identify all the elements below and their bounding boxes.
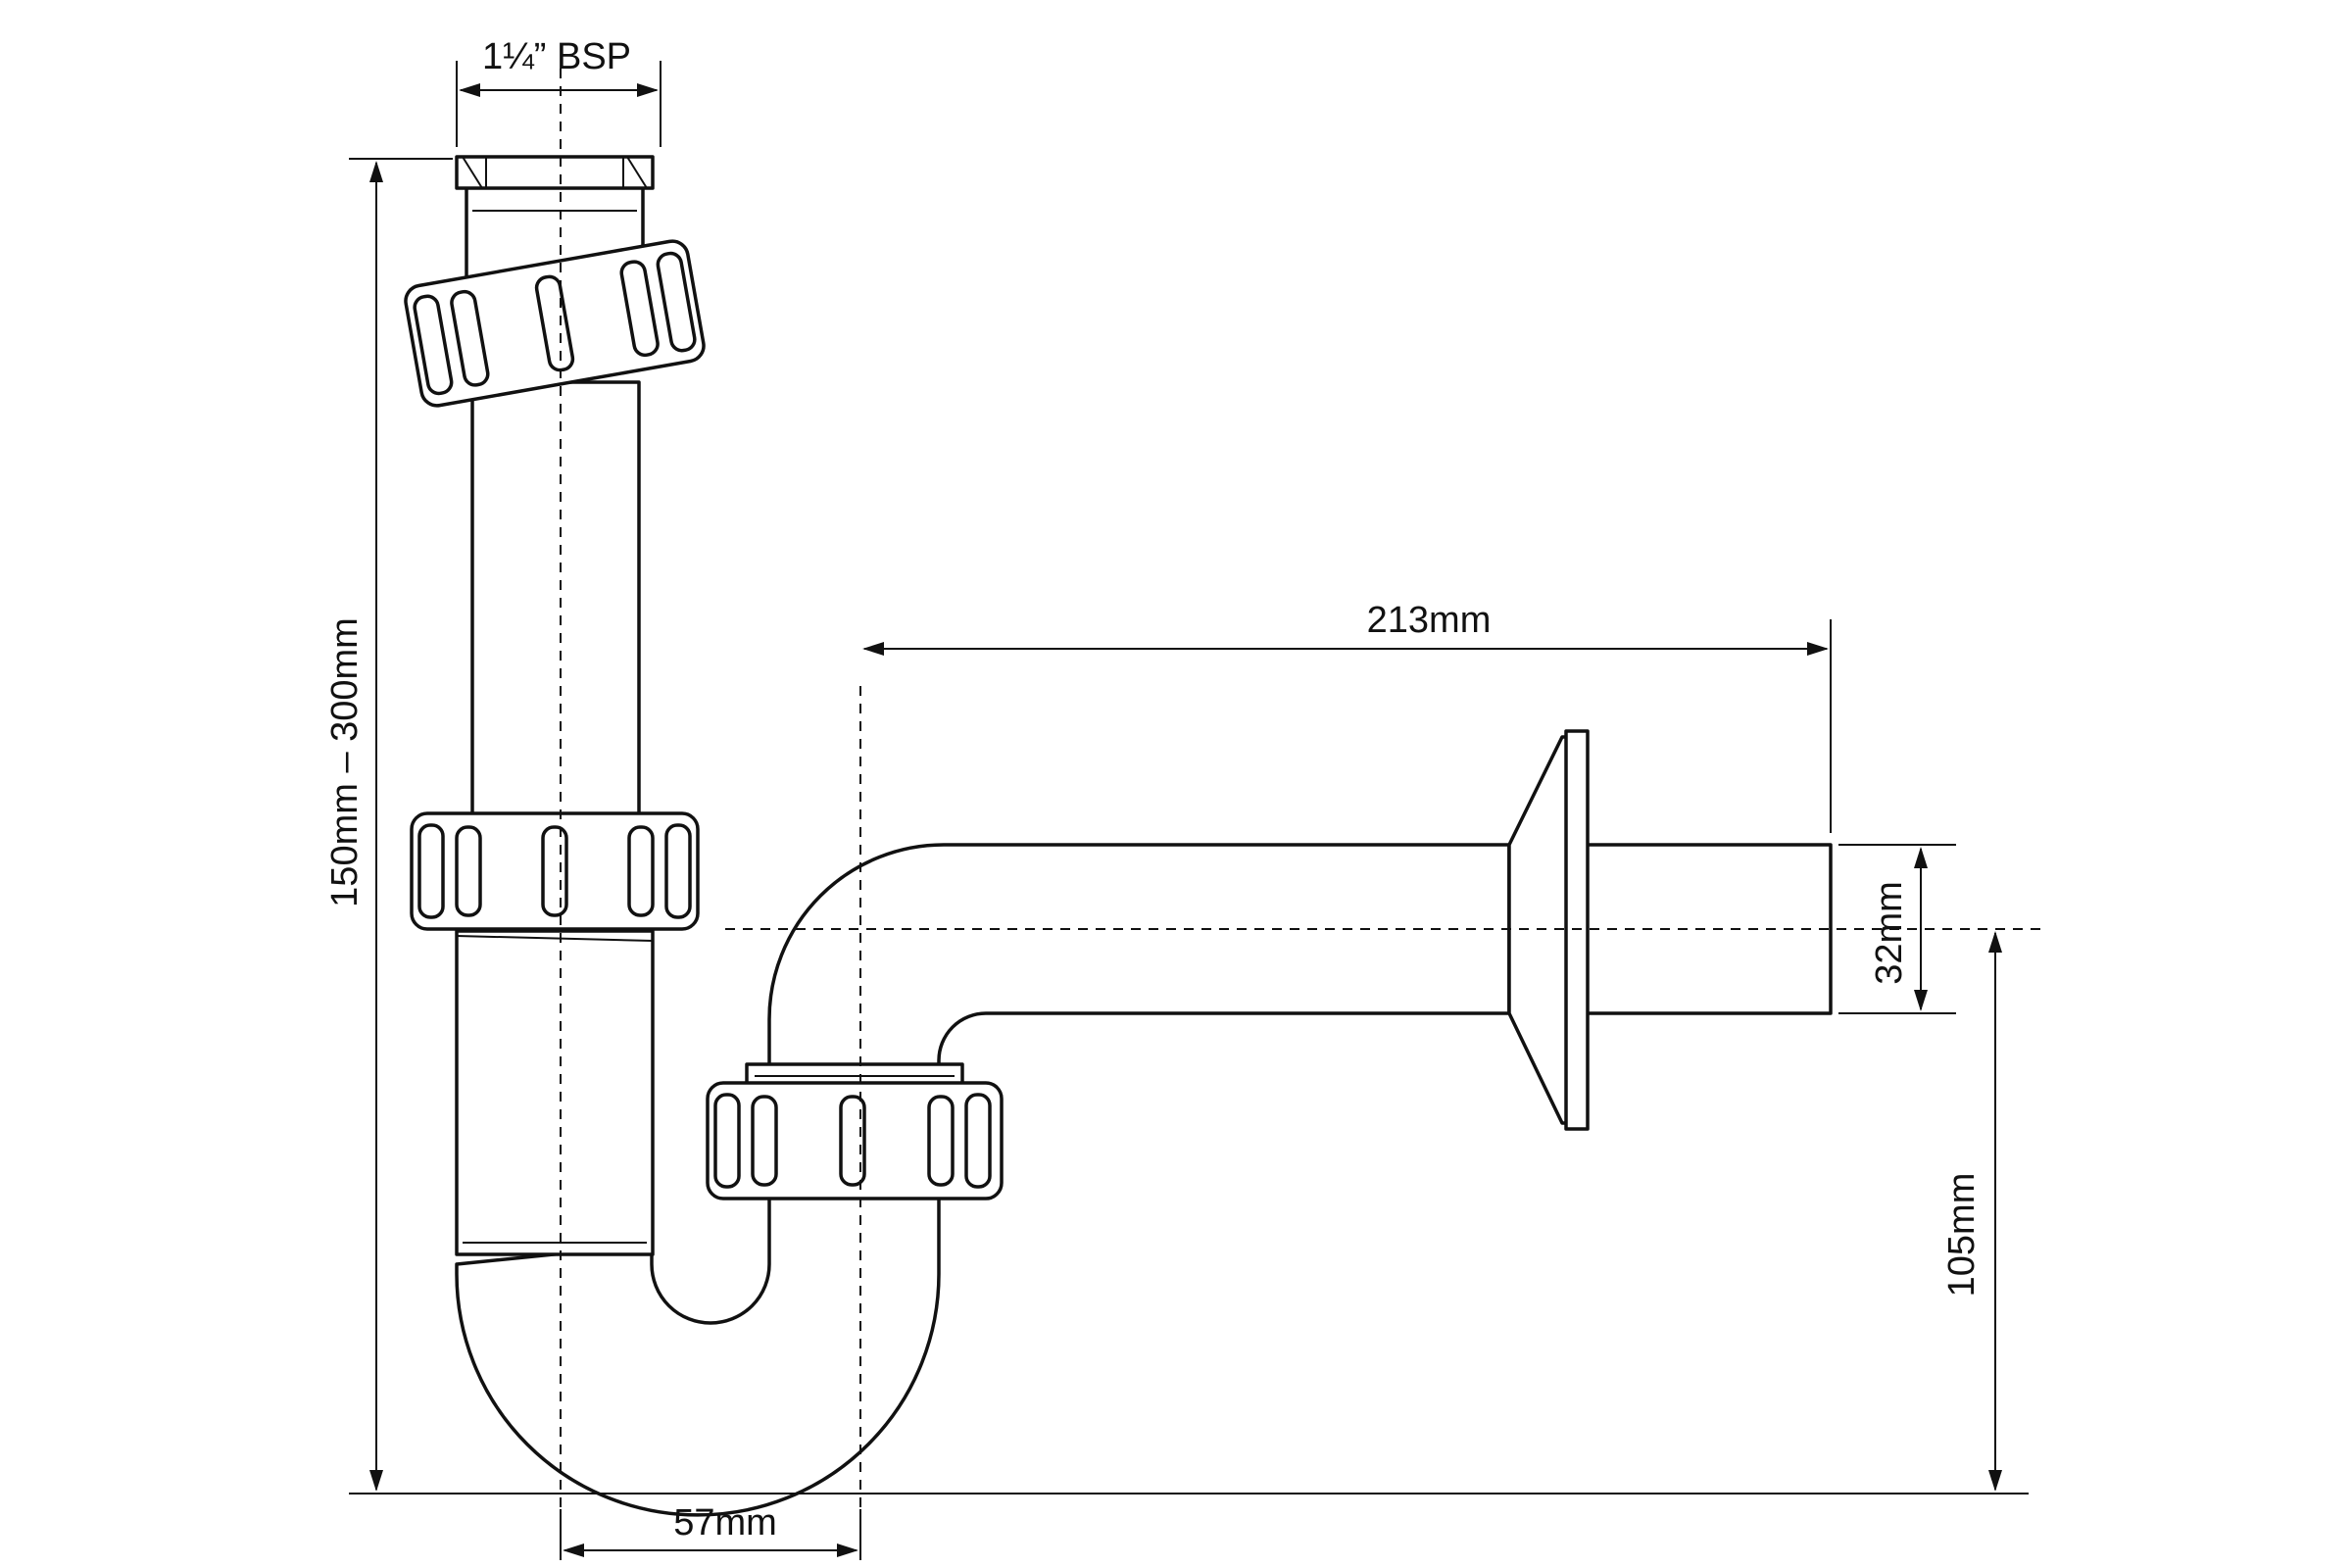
trap-body: [404, 155, 1833, 1517]
top-washer: [455, 155, 655, 190]
upper-compression-nut: [404, 239, 706, 408]
body-nut: [410, 811, 700, 931]
outlet-height-label: 105mm: [1941, 1173, 1983, 1298]
height-range-label: 150mm – 300mm: [324, 617, 366, 907]
lower-body-pipe: [455, 929, 655, 1256]
center-lines: [560, 69, 2048, 1558]
length-label: 213mm: [1367, 600, 1492, 641]
dimensions: [349, 61, 2029, 1560]
outlet-nut: [706, 1081, 1004, 1200]
upper-tail-pipe: [470, 380, 641, 825]
outlet-bend: [767, 843, 1511, 1070]
offset-label: 57mm: [673, 1502, 777, 1544]
thread-size-label: 1¼” BSP: [482, 36, 631, 77]
u-bend-pipe: [455, 1194, 941, 1517]
diameter-label: 32mm: [1869, 881, 1910, 985]
